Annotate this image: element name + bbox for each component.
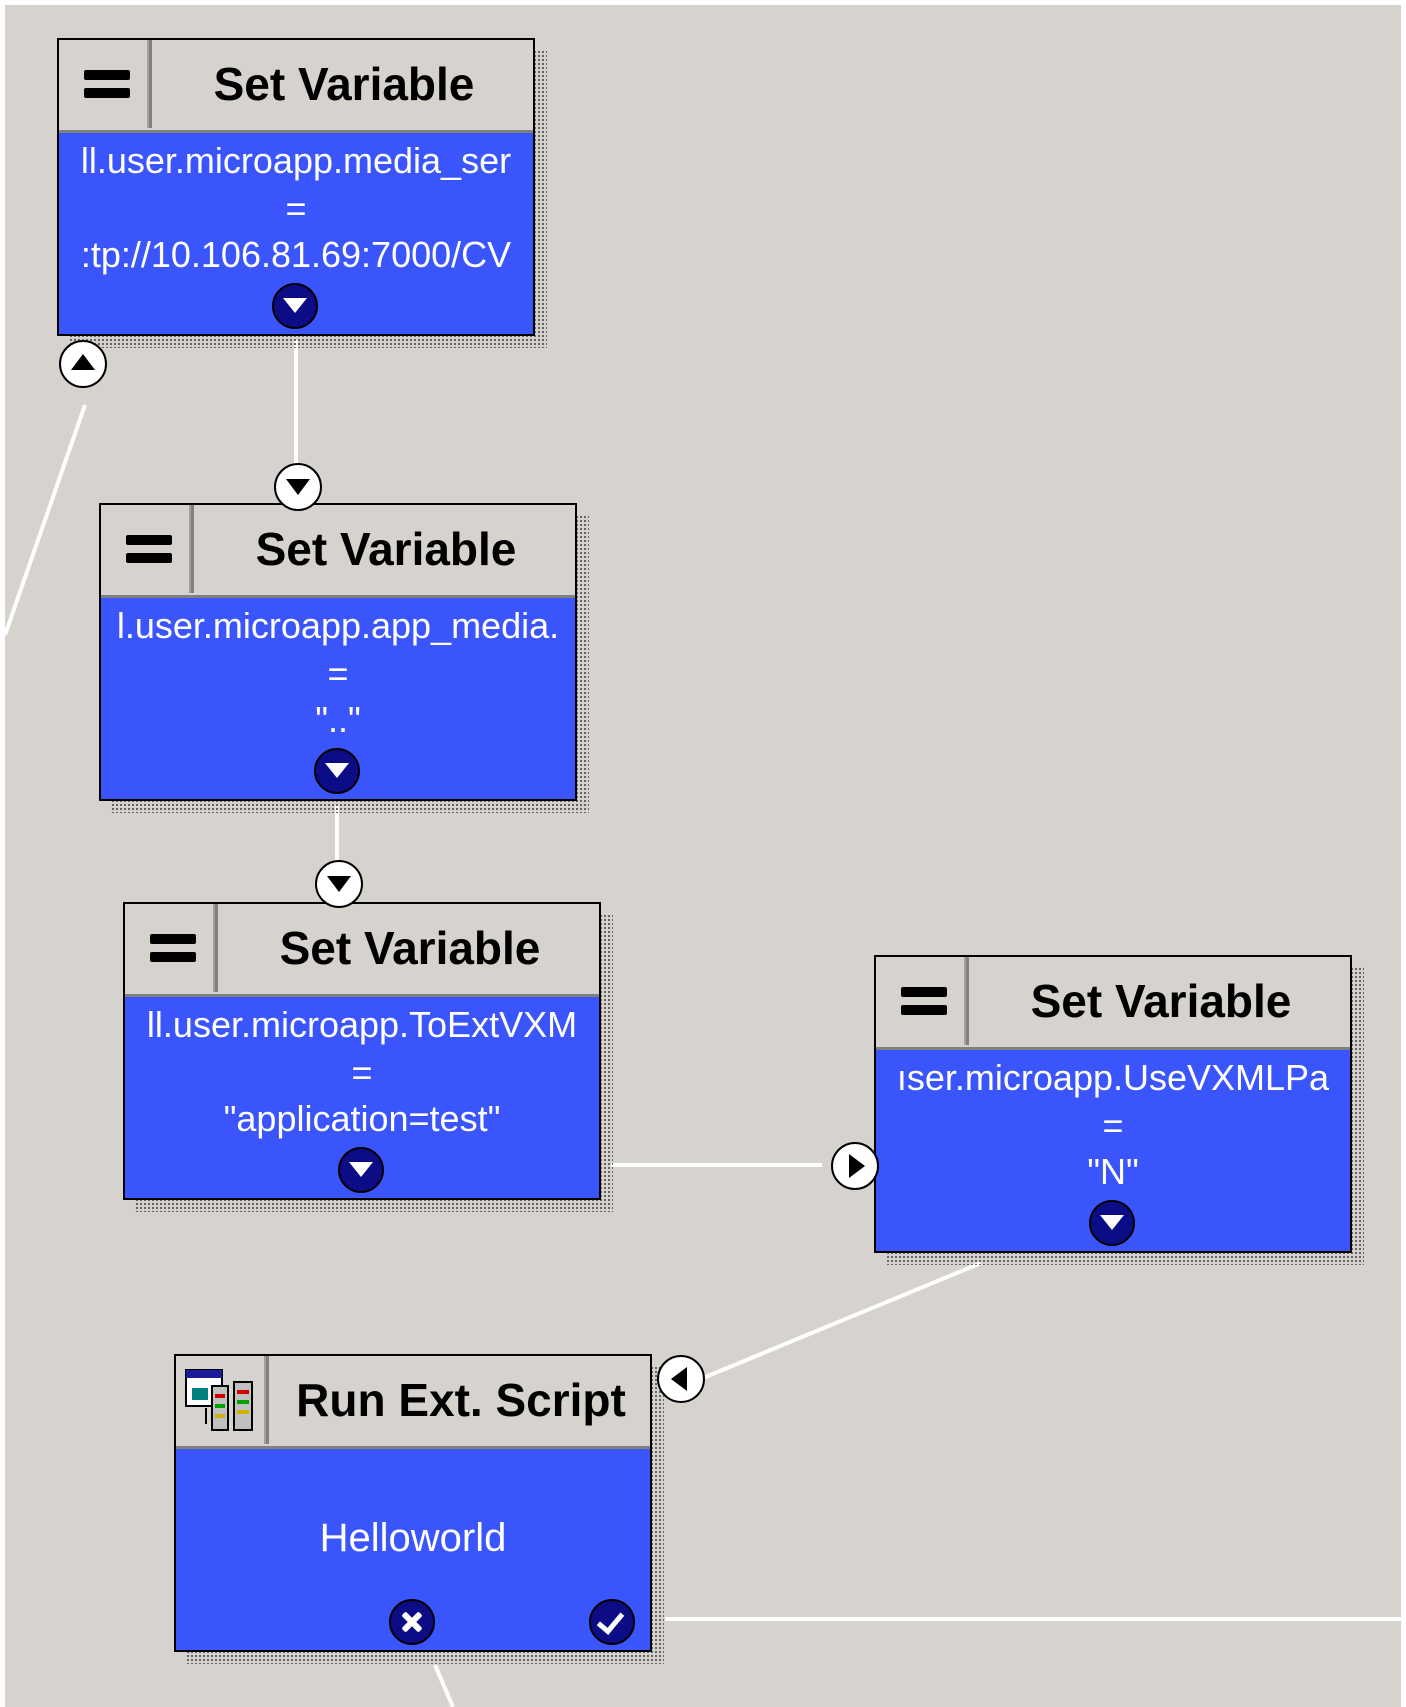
output-arrow-icon[interactable] (272, 283, 318, 329)
set-variable-node-2[interactable]: Set Variable l.user.microapp.app_media. … (99, 503, 589, 813)
variable-name: ıser.microapp.UseVXMLPa (896, 1057, 1330, 1098)
input-port-right-icon[interactable] (831, 1142, 879, 1190)
connector-error-out (433, 1664, 455, 1707)
run-script-icon (185, 1369, 253, 1431)
input-port-down-icon[interactable] (315, 860, 363, 908)
node-title: Set Variable (255, 523, 517, 575)
variable-name: ll.user.microapp.ToExtVXM (146, 1004, 578, 1045)
node-header: Set Variable (125, 904, 599, 997)
variable-value: ".." (315, 699, 361, 740)
run-ext-script-node[interactable]: Run Ext. Script Helloworld (174, 1354, 664, 1664)
output-arrow-icon[interactable] (338, 1147, 384, 1193)
node-header: Set Variable (101, 505, 575, 598)
variable-value: :tp://10.106.81.69:7000/CV (80, 234, 512, 275)
node-title: Run Ext. Script (296, 1374, 626, 1426)
output-arrow-icon[interactable] (1089, 1200, 1135, 1246)
equals-sign: = (285, 188, 307, 229)
success-output-icon[interactable] (589, 1599, 635, 1645)
input-port-left-icon[interactable] (657, 1355, 705, 1403)
equals-icon (59, 40, 152, 128)
connector-4-5 (702, 1261, 982, 1380)
connector-entry (5, 404, 87, 636)
node-title: Set Variable (213, 58, 475, 110)
set-variable-node-1[interactable]: Set Variable ll.user.microapp.media_ser … (57, 38, 547, 348)
node-title: Set Variable (279, 922, 541, 974)
script-editor-canvas[interactable]: Set Variable ll.user.microapp.media_ser … (5, 5, 1401, 1707)
input-port-down-icon[interactable] (274, 463, 322, 511)
equals-sign: = (1102, 1105, 1124, 1146)
error-output-icon[interactable] (389, 1599, 435, 1645)
set-variable-node-4[interactable]: Set Variable ıser.microapp.UseVXMLPa = "… (874, 955, 1364, 1265)
variable-value: "N" (1087, 1151, 1139, 1192)
set-variable-node-3[interactable]: Set Variable ll.user.microapp.ToExtVXM =… (123, 902, 613, 1212)
node-header: Set Variable (59, 40, 533, 133)
equals-icon (101, 505, 194, 593)
input-port-up-icon[interactable] (59, 340, 107, 388)
output-arrow-icon[interactable] (314, 748, 360, 794)
equals-icon (125, 904, 218, 992)
equals-sign: = (327, 653, 349, 694)
equals-icon (876, 957, 969, 1045)
node-header: Run Ext. Script (176, 1356, 650, 1449)
script-name: Helloworld (319, 1516, 507, 1560)
node-header: Set Variable (876, 957, 1350, 1050)
variable-name: l.user.microapp.app_media. (116, 605, 560, 646)
node-title: Set Variable (1030, 975, 1292, 1027)
variable-value: "application=test" (223, 1098, 501, 1139)
variable-name: ll.user.microapp.media_ser (80, 140, 512, 181)
connector-lines (5, 340, 1401, 1707)
equals-sign: = (351, 1052, 373, 1093)
